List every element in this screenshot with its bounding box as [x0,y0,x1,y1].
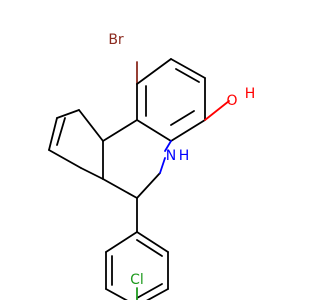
bond-aryl-3 [105,288,128,300]
bond-aryl-4 [146,288,169,300]
bond-ring-a3 [102,178,138,199]
bond-ring-a4 [136,172,161,199]
bond-aryl-1 [105,231,138,253]
molecule-structure: Br H O N H Cl [48,32,256,300]
bond-c5-n [164,140,172,152]
bond-c4-c5 [170,119,206,142]
aromatic-inner-2 [170,110,195,126]
bond-ring-a5 [159,157,166,174]
aryl-inner-3 [136,239,163,257]
nitrogen-label: N [166,148,176,164]
bromine-label: Br [108,32,124,48]
bonds [48,58,230,300]
bond-cp-5 [80,167,104,180]
bond-c1-c2b [136,58,172,85]
hydroxyl-hydrogen-label: H [245,86,256,102]
chlorine-label: Cl [130,272,144,288]
bond-cp-1 [78,109,104,142]
bond-c5-c6 [136,119,172,142]
aromatic-inner-1 [175,68,200,83]
amine-hydrogen-label: H [179,148,190,164]
bond-cp-double [56,117,66,146]
bond-c4-o [204,100,230,121]
bond-aryl-6 [136,231,169,253]
aryl-inner-2 [136,283,163,299]
bond-ring-a1 [102,119,138,142]
bond-cp-2 [56,109,80,119]
bond-cp-4 [48,149,82,169]
oxygen-label: O [226,93,237,109]
bond-cp-3 [48,117,58,151]
bond-c2-c3 [170,58,206,79]
molecule-canvas: Br H O N H Cl [48,32,256,300]
